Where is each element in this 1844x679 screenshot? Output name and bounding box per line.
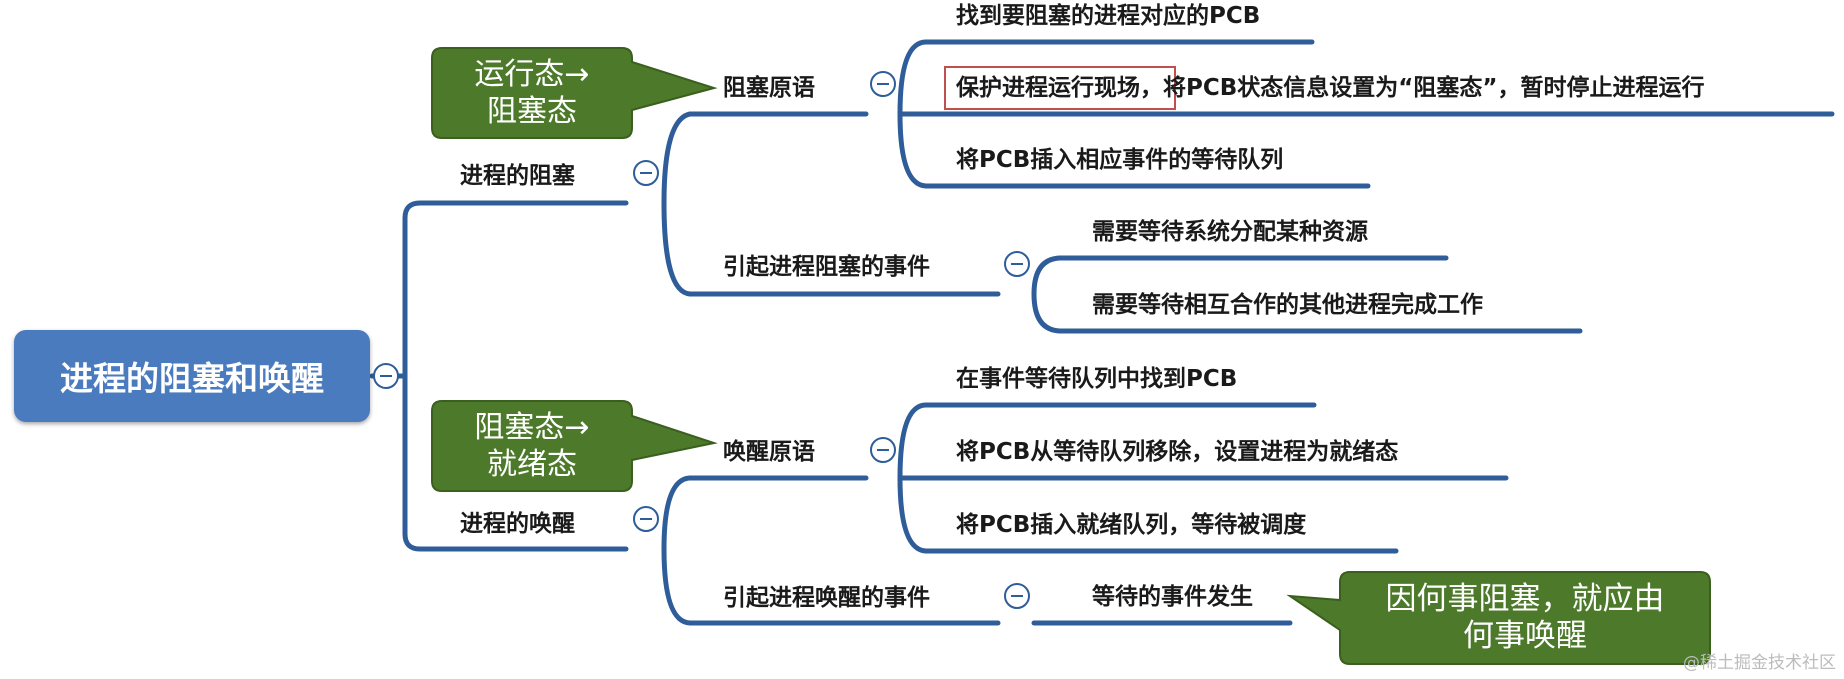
connector-block-primitive	[661, 111, 703, 206]
callout-wakeup-shape	[431, 400, 718, 492]
root-node[interactable]: 进程的阻塞和唤醒	[14, 330, 370, 422]
connector-block-causes	[661, 200, 703, 297]
node-wakeup-step-1[interactable]: 在事件等待队列中找到PCB	[956, 366, 1238, 392]
callout-block-line-1: 运行态→	[474, 57, 590, 92]
watermark: @稀土掘金技术社区	[1683, 653, 1836, 673]
node-wakeup-causes[interactable]: 引起进程唤醒的事件	[723, 585, 930, 611]
node-process-wakeup[interactable]: 进程的唤醒	[460, 511, 575, 537]
node-block-causes[interactable]: 引起进程阻塞的事件	[723, 254, 930, 280]
collapse-toggle-root-icon[interactable]	[373, 363, 399, 389]
connector-wakeup-causes	[661, 546, 703, 626]
root-node-label: 进程的阻塞和唤醒	[60, 359, 324, 398]
callout-note-shape	[1286, 571, 1711, 665]
callout-note: 因何事阻塞，就应由 何事唤醒	[1340, 572, 1710, 664]
node-block-step-2[interactable]: 保护进程运行现场，将PCB状态信息设置为“阻塞态”，暂时停止进程运行	[956, 75, 1705, 101]
collapse-toggle-wakeup-primitive-icon[interactable]	[870, 437, 896, 463]
node-block-primitive[interactable]: 阻塞原语	[723, 75, 815, 101]
node-wakeup-step-2[interactable]: 将PCB从等待队列移除，设置进程为就绪态	[956, 439, 1399, 465]
node-block-step-3[interactable]: 将PCB插入相应事件的等待队列	[956, 147, 1284, 173]
connector-wakeup-step-3	[897, 475, 933, 554]
connector-root-wakeup	[402, 373, 433, 552]
collapse-toggle-block-icon[interactable]	[633, 160, 659, 186]
collapse-toggle-wakeup-causes-icon[interactable]	[1004, 583, 1030, 609]
callout-shapes	[431, 47, 1711, 665]
collapse-toggle-wakeup-icon[interactable]	[633, 506, 659, 532]
callout-wakeup-line-1: 阻塞态→	[474, 410, 590, 445]
callout-block-state: 运行态→ 阻塞态	[432, 48, 632, 138]
node-process-blocking[interactable]: 进程的阻塞	[460, 163, 575, 189]
highlight-box	[944, 66, 1176, 110]
connector-block-step-3	[897, 111, 933, 189]
callout-wakeup-line-2: 就绪态	[487, 447, 577, 482]
node-wakeup-primitive[interactable]: 唤醒原语	[723, 439, 815, 465]
callout-wakeup-state: 阻塞态→ 就绪态	[432, 401, 632, 491]
node-block-cause-2[interactable]: 需要等待相互合作的其他进程完成工作	[1092, 292, 1483, 318]
collapse-toggle-block-primitive-icon[interactable]	[870, 71, 896, 97]
callout-block-shape	[431, 47, 718, 139]
collapse-toggles	[373, 71, 1030, 609]
connector-block-cause-1	[1031, 255, 1069, 297]
connector-block-step-1	[897, 39, 933, 117]
node-wakeup-cause-1[interactable]: 等待的事件发生	[1092, 584, 1253, 610]
node-wakeup-step-3[interactable]: 将PCB插入就绪队列，等待被调度	[956, 512, 1307, 538]
collapse-toggle-block-causes-icon[interactable]	[1004, 251, 1030, 277]
callout-block-line-2: 阻塞态	[487, 94, 577, 129]
connector-block-cause-2	[1031, 291, 1069, 334]
connector-wakeup-step-1	[897, 402, 933, 481]
callout-note-line-1: 因何事阻塞，就应由	[1385, 581, 1665, 617]
node-block-cause-1[interactable]: 需要等待系统分配某种资源	[1092, 219, 1368, 245]
node-block-step-1[interactable]: 找到要阻塞的进程对应的PCB	[956, 3, 1261, 29]
connector-wakeup-primitive	[661, 475, 703, 552]
connector-root-block	[369, 200, 433, 379]
callout-note-line-2: 何事唤醒	[1463, 618, 1587, 654]
